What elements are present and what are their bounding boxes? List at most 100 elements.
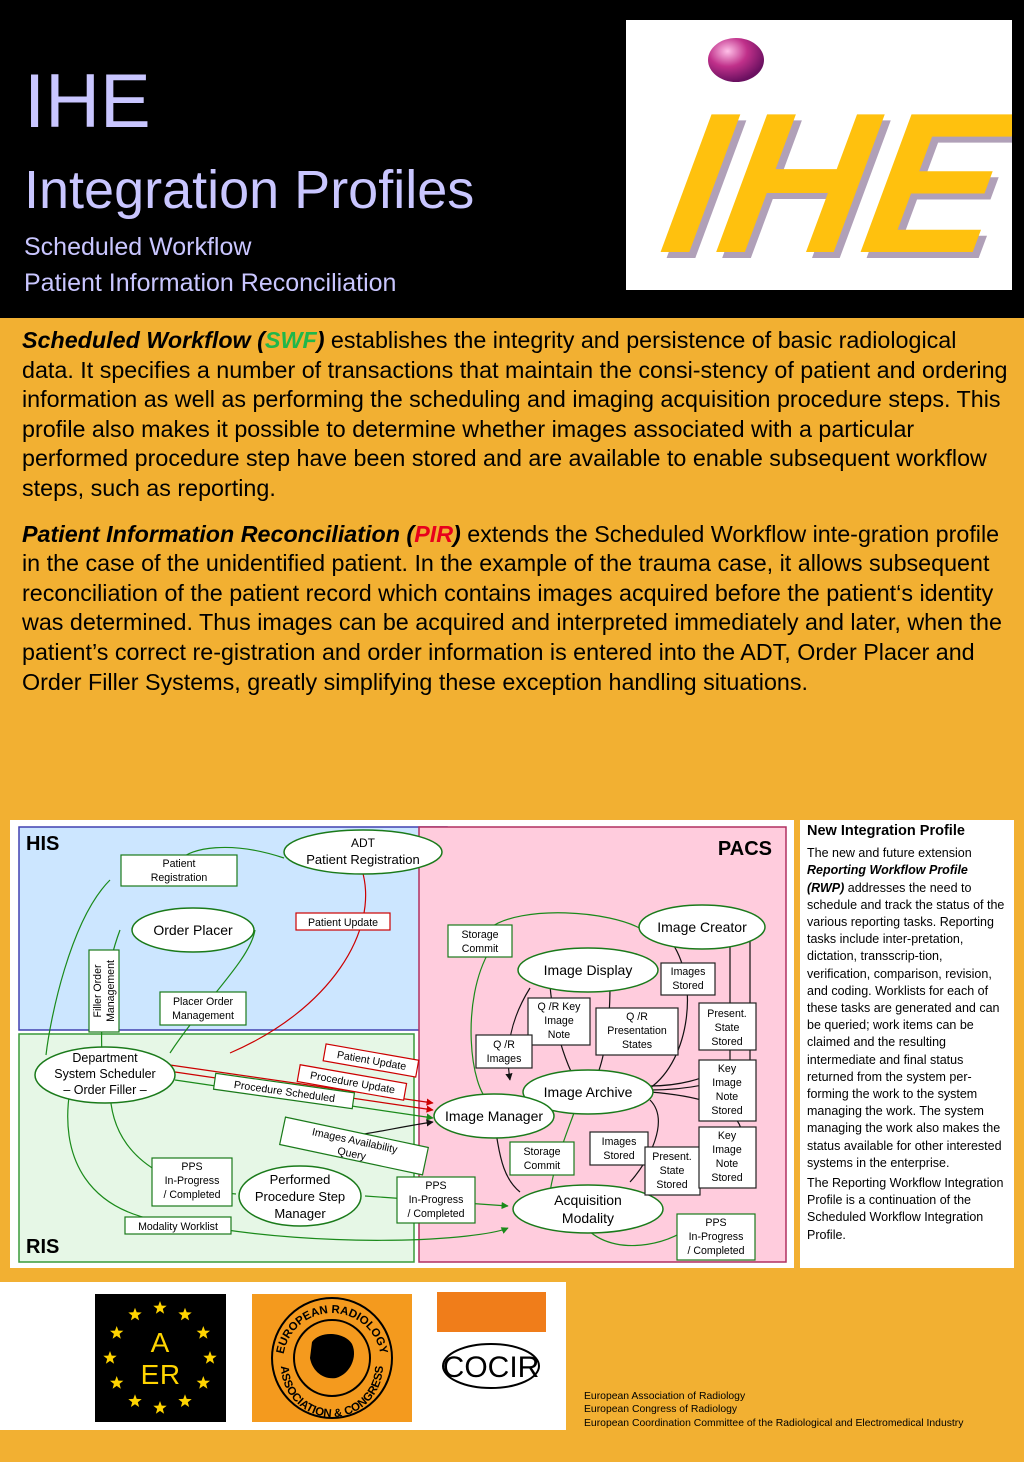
tx-qr-key xyxy=(527,997,591,1046)
ihe-logo: IHE IHE xyxy=(626,20,1024,301)
intro-text: Scheduled Workflow (SWF) establishes the… xyxy=(22,326,1012,713)
tx-pres-state-top-l2: State xyxy=(715,1022,740,1034)
workflow-diagram: HIS RIS PACS xyxy=(10,820,794,1268)
tx-images-availability xyxy=(278,1116,430,1176)
tx-pres-state-top-l3: Stored xyxy=(711,1036,742,1048)
tx-qr-pres-l1: Q /R xyxy=(626,1011,648,1023)
tx-pres-state-bot xyxy=(644,1146,701,1196)
tx-storage-commit-top-l2: Commit xyxy=(462,943,499,955)
tx-filler-order xyxy=(88,949,120,1033)
his-label: HIS xyxy=(26,833,59,855)
swf-body: establishes the integrity and persistenc… xyxy=(22,327,1008,501)
tx-procedure-scheduled xyxy=(212,1072,356,1110)
actor-adt xyxy=(283,829,443,875)
patient-update-his-link xyxy=(229,869,367,1054)
tx-filler-order-l2: Management xyxy=(105,960,117,1022)
tx-pps-ris-l1: PPS xyxy=(181,1161,202,1173)
new-profile-p1-body: addresses the need to schedule and track… xyxy=(807,880,1005,1170)
swf-title-close: ) xyxy=(316,327,325,353)
page-title: IHE xyxy=(24,59,151,144)
tx-key-note-top-l3: Note xyxy=(716,1091,738,1103)
ecr-ring-inner xyxy=(293,1319,371,1397)
patient-registration-link-b xyxy=(45,879,111,1056)
ihe-logo-mark: IHE IHE xyxy=(650,38,1024,301)
pir-paragraph: Patient Information Reconciliation (PIR)… xyxy=(22,520,1012,698)
aer-star-icon xyxy=(178,1394,192,1407)
logo-shadow: IHE xyxy=(656,77,1012,290)
new-profile-panel: New Integration Profile The new and futu… xyxy=(800,820,1014,1268)
images-stored-bot-link xyxy=(495,1131,521,1193)
actor-dss-line3: – Order Filler – xyxy=(63,1083,146,1097)
actor-adt-line2: Patient Registration xyxy=(306,852,419,867)
tx-storage-commit-bot-l1: Storage xyxy=(523,1146,560,1158)
actor-dss-line2: System Scheduler xyxy=(54,1067,155,1081)
tx-key-note-top xyxy=(698,1059,757,1122)
new-profile-paragraph-2: The Reporting Workflow Integration Profi… xyxy=(807,1176,1004,1242)
tx-key-note-bot-l3: Note xyxy=(716,1158,738,1170)
cocir-logo-bar xyxy=(437,1292,546,1332)
tx-key-note-top-l4: Stored xyxy=(711,1105,742,1117)
tx-qr-images-l2: Images xyxy=(487,1053,522,1065)
tx-qr-pres-l3: States xyxy=(622,1039,652,1051)
tx-storage-commit-top-l1: Storage xyxy=(461,929,498,941)
actor-image-archive xyxy=(522,1069,654,1115)
tx-pps-mid xyxy=(396,1176,476,1224)
actor-acquisition-line2: Modality xyxy=(562,1210,614,1226)
tx-qr-key-l2: Image xyxy=(544,1015,574,1027)
new-profile-title: New Integration Profile xyxy=(807,823,965,839)
storage-commit-top-link xyxy=(489,912,644,931)
cocir-oval xyxy=(442,1343,540,1389)
aer-stars-icon xyxy=(103,1301,217,1414)
pres-state-bot-link xyxy=(629,1099,659,1183)
tx-pps-ris-l3: / Completed xyxy=(163,1189,220,1201)
aer-star-icon xyxy=(196,1376,210,1389)
aer-star-icon xyxy=(203,1351,217,1364)
actor-ppsm-line2: Procedure Step xyxy=(255,1189,345,1204)
tx-images-stored-bot-l2: Stored xyxy=(603,1150,634,1162)
tx-key-note-top-l2: Image xyxy=(712,1077,742,1089)
aer-logo xyxy=(95,1294,226,1422)
aer-star-icon xyxy=(153,1301,167,1314)
tx-patient-registration xyxy=(120,854,238,887)
tx-placer-order-l1: Placer Order xyxy=(173,996,234,1008)
swf-title: Scheduled Workflow ( xyxy=(22,327,265,353)
tx-qr-pres-l2: Presentation xyxy=(607,1025,667,1037)
cocir-text: COCIR xyxy=(443,1351,540,1384)
actor-image-display-label: Image Display xyxy=(544,962,633,978)
aer-star-icon xyxy=(128,1307,142,1321)
new-profile-p1-start: The new and future extension xyxy=(807,846,972,861)
footer-line-2: European Congress of Radiology xyxy=(584,1404,738,1416)
footer: European Association of Radiology Europe… xyxy=(584,1390,963,1430)
tx-pps-right xyxy=(676,1213,756,1261)
tx-modality-worklist xyxy=(124,1216,232,1235)
tx-qr-images xyxy=(475,1034,533,1069)
tx-qr-images-l1: Q /R xyxy=(493,1039,515,1051)
aer-star-icon xyxy=(178,1307,192,1321)
tx-images-stored-bot-l1: Images xyxy=(602,1136,637,1148)
tx-qr-pres xyxy=(595,1007,679,1056)
aer-star-icon xyxy=(110,1376,124,1389)
actor-adt-line1: ADT xyxy=(351,836,376,850)
pir-abbr: PIR xyxy=(414,520,454,547)
tx-pps-right-l2: In-Progress xyxy=(689,1231,744,1243)
pir-title: Patient Information Reconciliation ( xyxy=(22,520,415,547)
actor-ppsm xyxy=(238,1165,362,1227)
ris-label: RIS xyxy=(26,1236,59,1258)
tx-patient-update-his-label: Patient Update xyxy=(308,917,378,929)
actor-dss-line1: Department xyxy=(72,1051,138,1065)
tx-patient-registration-l2: Registration xyxy=(151,872,208,884)
actor-image-creator xyxy=(638,904,766,950)
tx-storage-commit-bot-l2: Commit xyxy=(524,1160,561,1172)
tx-pps-mid-l3: / Completed xyxy=(407,1208,464,1220)
actor-image-creator-label: Image Creator xyxy=(657,919,747,935)
tx-pps-mid-l1: PPS xyxy=(425,1180,446,1192)
profile-name-1: Scheduled Workflow xyxy=(24,233,252,261)
tx-key-note-bot-l2: Image xyxy=(712,1144,742,1156)
tx-images-stored-top-l2: Stored xyxy=(672,980,703,992)
tx-pps-ris-l2: In-Progress xyxy=(165,1175,220,1187)
logo-ball-icon xyxy=(708,38,764,82)
tx-procedure-update xyxy=(296,1064,408,1101)
actor-image-archive-label: Image Archive xyxy=(544,1084,633,1100)
footer-line-3: European Coordination Committee of the R… xyxy=(584,1417,964,1429)
aer-star-icon xyxy=(128,1394,142,1407)
